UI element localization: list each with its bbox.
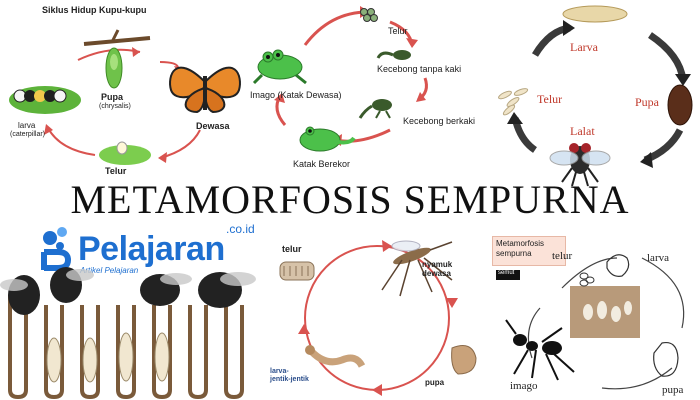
label-ant-pupa: pupa [662,384,684,396]
fly-cycle-graphic [498,5,693,187]
arrow-head [298,324,310,334]
arrow-head [416,92,426,102]
arrow-head [507,112,523,124]
mosquito-larva [305,345,366,368]
arrow-head [44,124,53,135]
ant-larva [606,254,630,277]
leaf [99,145,151,165]
label-fly-pupa: Pupa [635,95,659,109]
froglet [299,126,356,152]
arrow-head [446,298,458,308]
frog-cycle-graphic [252,6,428,152]
semut-tag: semut [496,270,520,280]
bees [8,267,242,315]
fly-pupa [667,84,693,126]
bee-cycle-panel [0,265,260,400]
arrow-head [382,240,392,252]
label-pupa-sub: (chrysalis) [99,103,131,110]
caterpillar [13,89,67,103]
ant-box-title: Metamorfosis sempurna [496,239,545,258]
mosquito-cycle-panel: telur nyamuk dewasa larva- jentik-jentik… [262,228,502,400]
tadpole-legs [372,99,392,111]
cycle-arrow [334,128,391,143]
adult-frog [252,49,307,85]
ant-title-box: Metamorfosis sempurna [492,236,566,266]
label-telur: Telur [105,166,127,176]
cycle-arrow [527,307,541,359]
mosquito-cycle-graphic [279,240,477,396]
egg [116,141,128,155]
label-ant-telur: telur [552,250,573,262]
cycle-arrow [648,32,687,81]
arrow-head [274,93,285,103]
mosquito-eggs [279,261,315,281]
label-larva-sub: (caterpillar) [10,131,46,138]
ant-eggs [579,272,595,287]
frog-eggs [360,8,378,22]
mosquito-pupa [451,345,477,375]
label-kecebong-berkaki: Kecebong berkaki [403,116,476,126]
arrow-head [640,152,653,168]
label-ant-imago: imago [510,380,538,392]
fly-eggs [498,88,529,116]
ant-pupa [653,341,679,377]
arrow-head [372,384,382,396]
label-larva: larva [18,121,36,130]
arrow-head [675,74,691,86]
cycle-arrow [561,257,618,289]
label-kecebong-tanpa-kaki: Kecebong tanpa kaki [377,64,462,74]
label-mosquito-telur: telur [282,244,302,254]
arrow-head [406,38,418,48]
ant-adult [505,319,575,381]
arrow-head [132,47,140,57]
cycle-arrow [601,367,673,390]
butterfly [169,66,241,114]
brand-tagline: Artikel Pelajaran [80,266,139,275]
label-ant-larva: larva [647,252,669,264]
branch [83,36,151,46]
label-imago-frog: Imago (Katak Dewasa) [250,90,342,100]
label-fly-larva: Larva [570,40,598,54]
label-telur-frog: Telur [388,26,408,36]
label-mosquito-pupa: pupa [425,378,445,387]
brand-word: Pelajaran [78,230,225,268]
fly [549,143,611,187]
brand-domain: .co.id [226,222,255,236]
butterfly-cycle-title: Siklus Hidup Kupu-kupu [42,5,147,15]
tadpole [393,50,411,60]
brand-logo: Pelajaran .co.id Artikel Pelajaran [36,214,256,275]
label-nyamuk-dewasa: nyamuk dewasa [422,260,453,278]
fly-cycle-panel: Larva Pupa Lalat Telur [495,0,700,195]
label-semut: semut [498,270,515,276]
cycle-arrow [641,257,685,329]
label-pupa: Pupa [101,92,124,102]
frog-cycle-panel: Telur Kecebong tanpa kaki Kecebong berka… [240,0,500,175]
ant-cycle-panel: Metamorfosis sempurna semut [492,228,700,400]
bee-cycle-graphic [0,267,256,400]
comb-cells [8,295,244,400]
mosquito-adult [381,240,453,297]
arrow-head [563,20,575,36]
brand-p-icon [41,227,72,271]
main-title: METAMORFOSIS SEMPURNA [70,177,630,222]
butterfly-cycle-panel: Siklus Hidup Kupu-kupu Pupa (chrysalis) … [0,0,270,200]
cycle-arrow [303,10,369,46]
butterfly-cycle-graphic [9,29,241,165]
ant-cycle-graphic [505,254,685,390]
label-dewasa: Dewasa [196,121,230,131]
cycle-arrow [47,127,96,156]
maggot [562,5,628,23]
arrow-head [158,152,167,163]
label-mosquito-larva: larva- jentik-jentik [270,368,309,383]
label-katak-berekor: Katak Berekor [293,159,351,169]
label-fly-telur: Telur [537,92,563,106]
label-lalat: Lalat [570,124,595,138]
